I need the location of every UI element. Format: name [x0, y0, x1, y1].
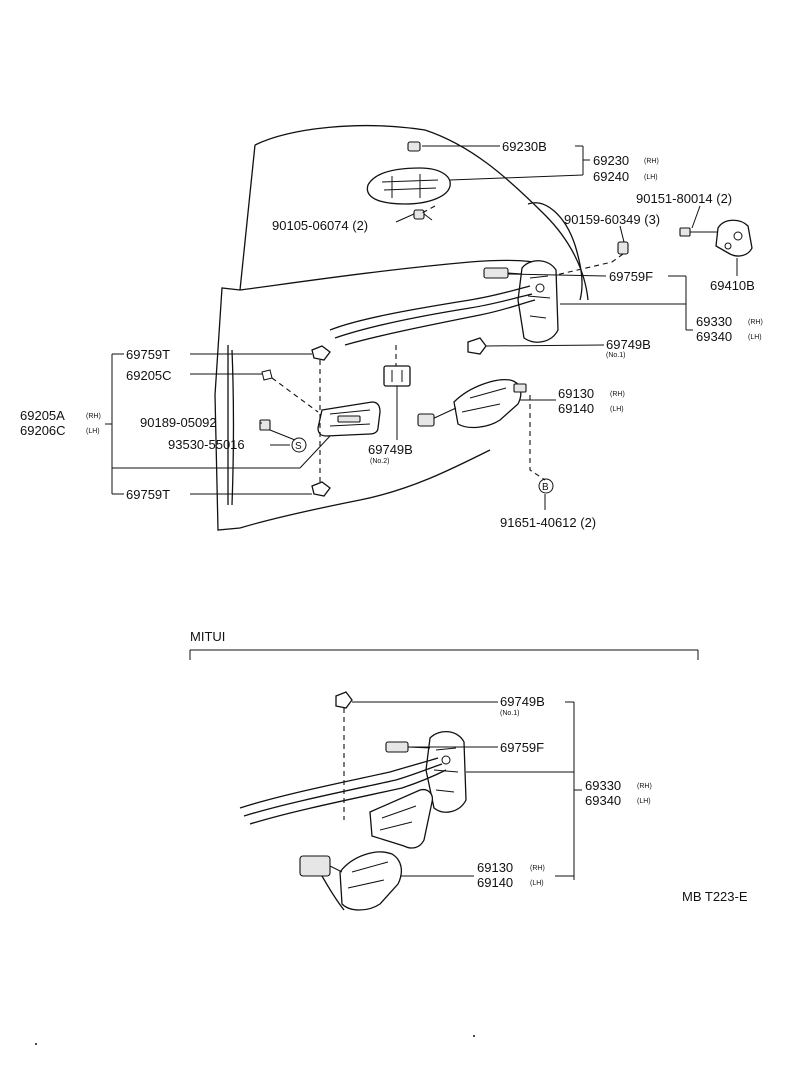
symbol-b: B — [542, 482, 549, 493]
label-90189: 90189-05092 — [140, 415, 217, 430]
label-69749b-no2-sub: (No.2) — [370, 458, 389, 465]
mitui-label-69759f: 69759F — [500, 740, 544, 755]
mitui-label-69330-side: (RH) — [637, 783, 652, 790]
mitui-actuator-part — [299, 788, 434, 911]
rod-connector-no2-part — [383, 345, 411, 387]
mitui-leader-lines — [352, 701, 582, 880]
top-leader-lines — [105, 145, 738, 510]
mitui-rod-connector-part — [335, 691, 353, 820]
mitui-header-rule — [189, 649, 699, 660]
label-69759f: 69759F — [609, 269, 653, 284]
mitui-label-69140-side: (LH) — [530, 880, 544, 887]
label-69206c-side: (LH) — [86, 428, 100, 435]
diagram-code: MB T223-E — [682, 889, 748, 904]
mitui-lock-assembly-part — [385, 731, 467, 813]
label-91651: 91651-40612 (2) — [500, 515, 596, 530]
hinge-bracket-part — [679, 219, 753, 257]
mitui-label-69130-side: (RH) — [530, 865, 545, 872]
label-69410b: 69410B — [710, 278, 755, 293]
mitui-label-69130: 69130 — [477, 860, 513, 875]
mitui-label-69330: 69330 — [585, 778, 621, 793]
label-69749b-no1-sub: (No.1) — [606, 352, 625, 359]
label-69230: 69230 — [593, 153, 629, 168]
outside-handle-part — [366, 141, 451, 221]
door-lock-assembly-part — [483, 260, 559, 343]
label-69340-side: (LH) — [748, 334, 762, 341]
speck — [473, 1035, 475, 1037]
label-69330: 69330 — [696, 314, 732, 329]
mitui-header: MITUI — [190, 629, 225, 644]
handle-rod-dashed — [419, 205, 436, 215]
clip-69759t-parts — [311, 345, 331, 497]
label-69205c: 69205C — [126, 368, 172, 383]
label-90151: 90151-80014 (2) — [636, 191, 732, 206]
rod-connector-no1-part — [467, 337, 487, 355]
label-69759t-bottom: 69759T — [126, 487, 170, 502]
label-69140-side: (LH) — [610, 406, 624, 413]
label-69230b: 69230B — [502, 139, 547, 154]
label-69206c: 69206C — [20, 423, 66, 438]
mitui-lock-rods — [239, 757, 447, 825]
label-69130: 69130 — [558, 386, 594, 401]
label-69205a-side: (RH) — [86, 413, 101, 420]
label-69230-side: (RH) — [644, 158, 659, 165]
label-93530: 93530-55016 — [168, 437, 245, 452]
clip-parts — [259, 369, 319, 431]
label-69749b-no1: 69749B — [606, 337, 651, 352]
label-69330-side: (RH) — [748, 319, 763, 326]
label-69240: 69240 — [593, 169, 629, 184]
label-69140: 69140 — [558, 401, 594, 416]
label-90105: 90105-06074 (2) — [272, 218, 368, 233]
label-69749b-no2: 69749B — [368, 442, 413, 457]
mitui-label-69340-side: (LH) — [637, 798, 651, 805]
lock-rods — [329, 285, 536, 346]
speck — [35, 1043, 37, 1045]
label-69130-side: (RH) — [610, 391, 625, 398]
lock-motor-part — [417, 379, 546, 481]
inside-handle-part — [317, 401, 381, 437]
symbol-s: S — [295, 441, 302, 452]
mitui-label-69140: 69140 — [477, 875, 513, 890]
mitui-label-69749b: 69749B — [500, 694, 545, 709]
symbol-s-circle — [291, 437, 307, 453]
mitui-label-69749b-sub: (No.1) — [500, 710, 519, 717]
label-69340: 69340 — [696, 329, 732, 344]
symbol-b-circle — [538, 478, 554, 494]
label-90159: 90159-60349 (3) — [564, 212, 660, 227]
bolt-part — [617, 241, 629, 255]
label-69240-side: (LH) — [644, 174, 658, 181]
door-panel-outline — [214, 124, 589, 531]
mitui-label-69340: 69340 — [585, 793, 621, 808]
bolt-dashed — [555, 253, 624, 276]
label-69205a: 69205A — [20, 408, 65, 423]
label-69759t-top: 69759T — [126, 347, 170, 362]
